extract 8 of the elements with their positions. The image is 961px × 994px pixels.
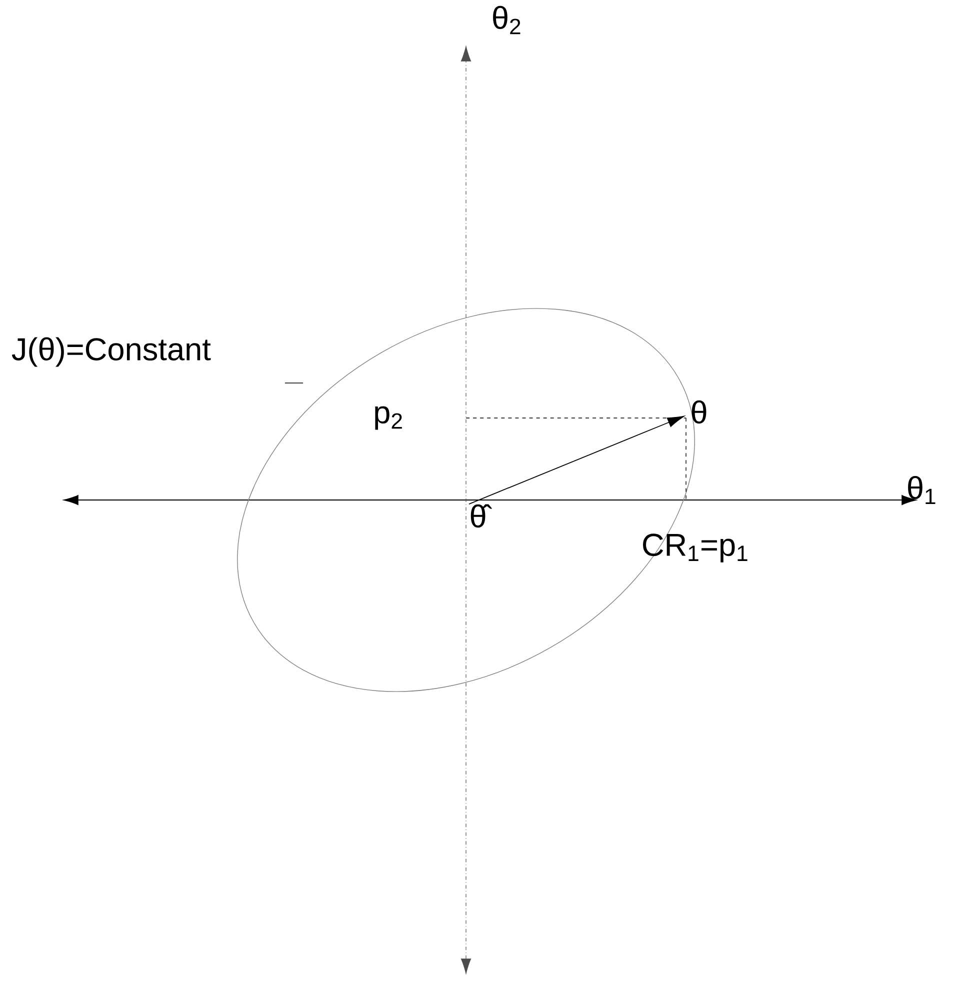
axis-label: θ$_{1}$	[908, 476, 936, 504]
point-label: θ	[692, 400, 706, 424]
axis-label: θ$_{2}$	[493, 6, 520, 34]
point-label: θ̂	[470, 504, 492, 528]
arrow	[468, 416, 684, 504]
axis-label: CR$_{1}$=p$_{1}$	[643, 534, 748, 562]
axis-label: J(θ)=Constant	[12, 337, 211, 367]
axis-label: p$_{2}$	[375, 406, 402, 430]
